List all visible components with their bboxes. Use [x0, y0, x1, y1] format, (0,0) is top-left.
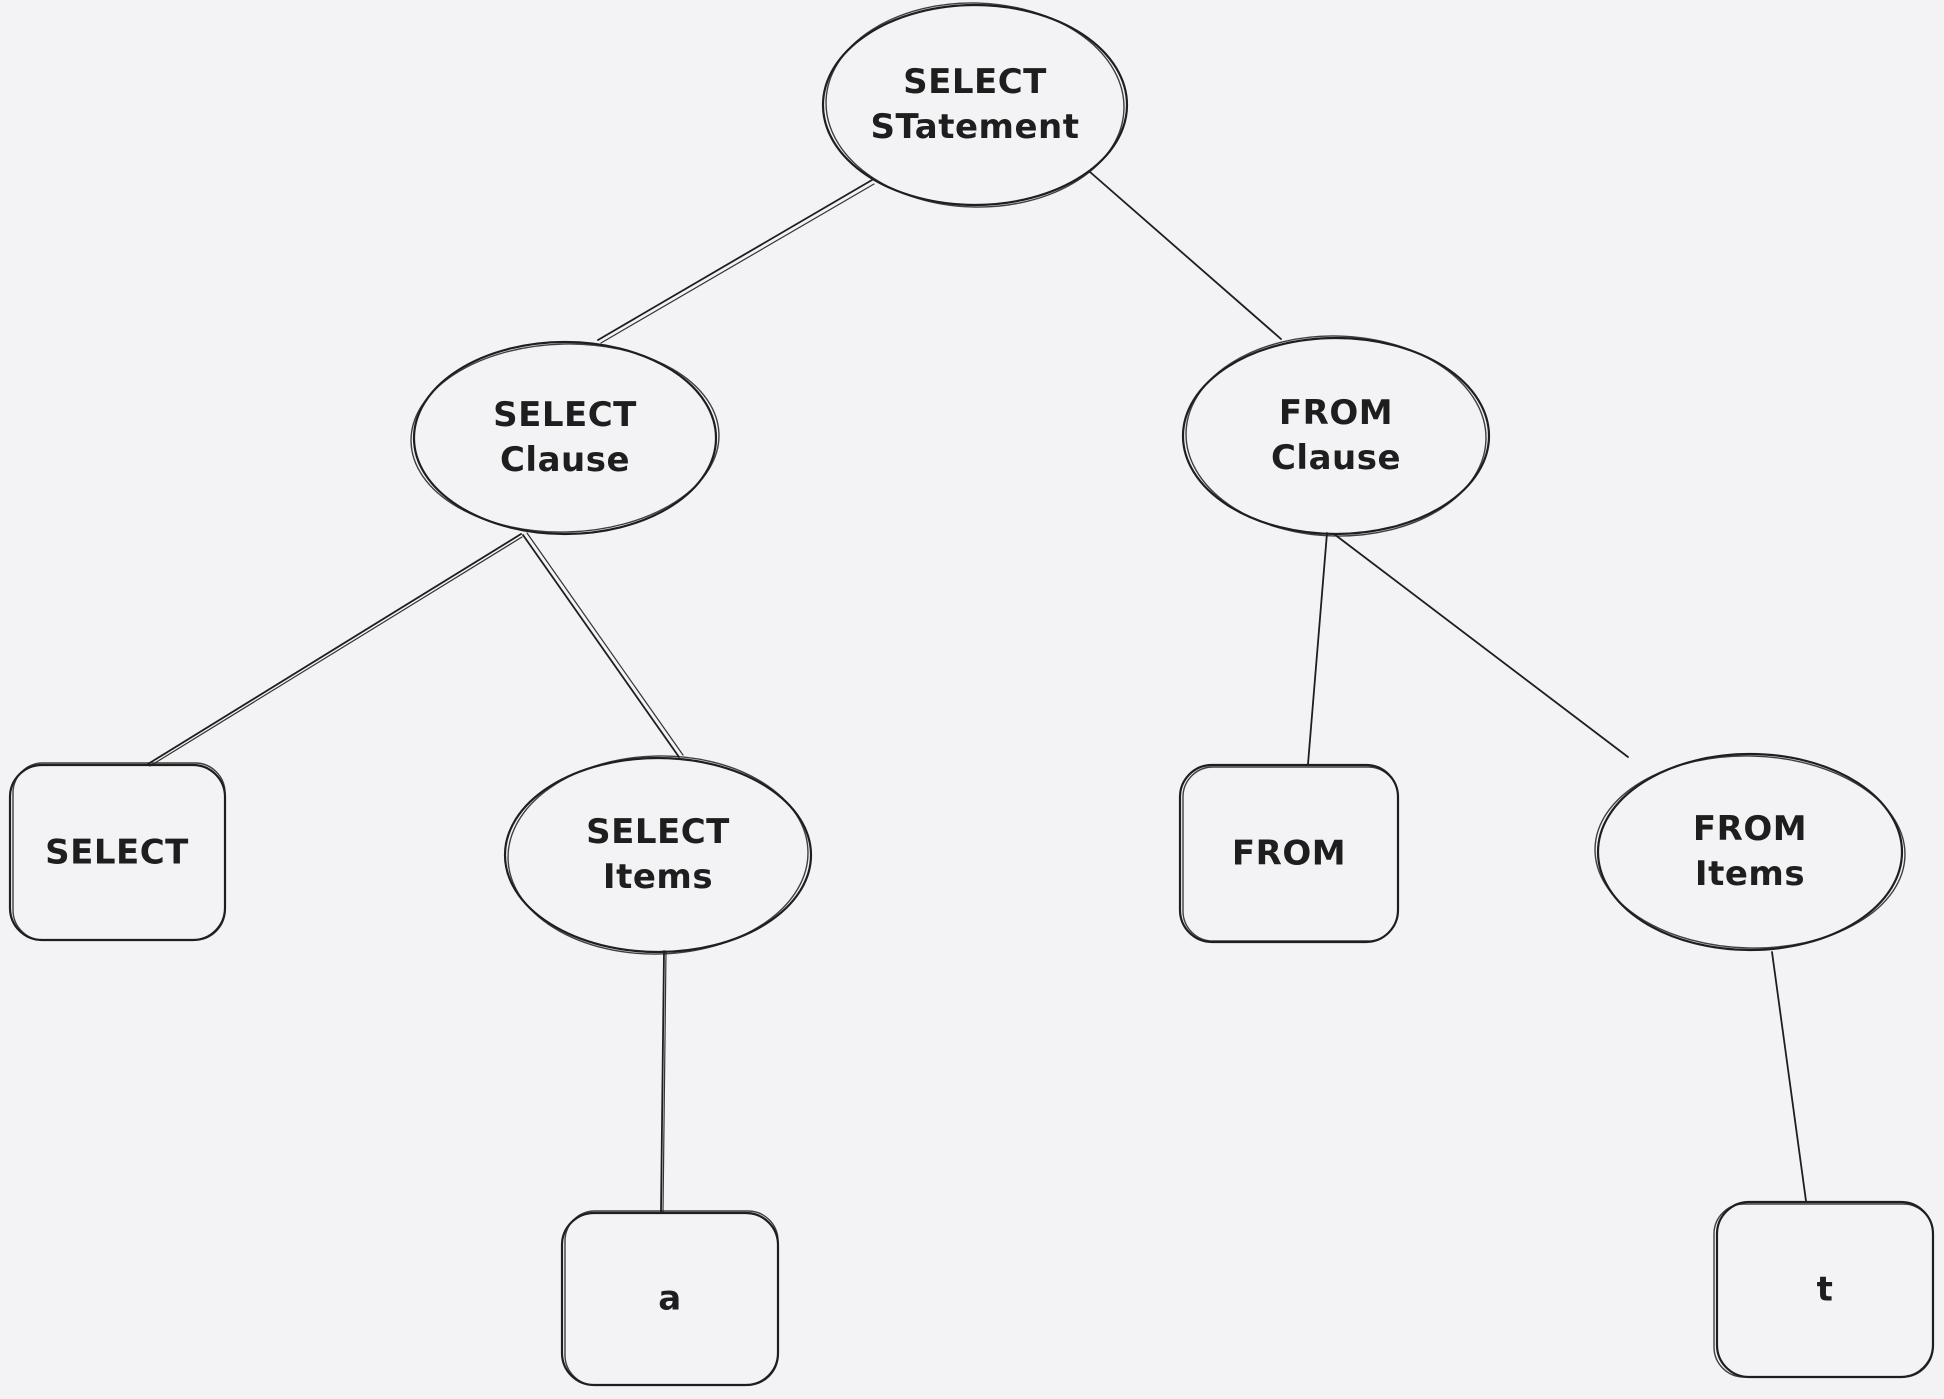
- edge-from-clause-to-from-keyword: [1307, 532, 1328, 765]
- edge-line: [1089, 171, 1282, 340]
- edge-select-items-to-a: [660, 950, 667, 1213]
- ellipse-outline-sketch: [825, 2, 1125, 208]
- edge-from-items-to-t: [1771, 951, 1807, 1202]
- rect-outline-sketch: [12, 762, 226, 941]
- node-select-keyword-shape: [8, 762, 227, 942]
- ellipse-outline-sketch: [1185, 335, 1487, 537]
- edge-line-sketch: [600, 183, 875, 344]
- node-a-shape: [560, 1210, 780, 1387]
- ellipse-outline: [1596, 752, 1904, 952]
- rect-outline: [1178, 763, 1400, 944]
- edge-line: [1307, 532, 1328, 765]
- edge-from-clause-to-from-items: [1333, 533, 1629, 758]
- edge-line: [597, 179, 873, 341]
- edge-line-sketch: [149, 536, 523, 767]
- ellipse-outline-sketch: [410, 343, 720, 533]
- edge-line-sketch: [662, 950, 667, 1213]
- rect-outline-sketch: [564, 1210, 779, 1386]
- edge-line: [660, 950, 665, 1213]
- node-select-statement-shape: [821, 2, 1129, 208]
- edge-line-sketch: [526, 532, 684, 756]
- node-select-clause-shape: [410, 340, 720, 536]
- node-t-shape: [1713, 1200, 1935, 1379]
- rect-outline: [1715, 1200, 1935, 1379]
- ellipse-outline: [503, 756, 813, 954]
- node-from-clause-shape: [1181, 335, 1491, 537]
- edge-line: [147, 533, 522, 765]
- ellipse-outline: [1181, 336, 1491, 536]
- ellipse-outline-sketch: [507, 755, 809, 955]
- node-select-items-shape: [503, 755, 813, 955]
- edge-select-statement-to-select-clause: [597, 179, 875, 344]
- edge-select-clause-to-select-keyword: [147, 533, 523, 767]
- rect-outline: [8, 763, 227, 942]
- edge-select-clause-to-select-items: [522, 532, 684, 758]
- ellipse-outline: [412, 340, 718, 536]
- edge-line: [1771, 951, 1807, 1202]
- rect-outline: [560, 1211, 780, 1387]
- ellipse-outline: [821, 3, 1129, 207]
- ellipse-outline-sketch: [1594, 755, 1906, 949]
- rect-outline-sketch: [1713, 1203, 1934, 1378]
- node-from-items-shape: [1594, 752, 1906, 952]
- edge-line: [1333, 533, 1629, 758]
- edge-select-statement-to-from-clause: [1089, 171, 1282, 340]
- edge-line: [522, 534, 680, 758]
- rect-outline-sketch: [1182, 766, 1399, 942]
- node-from-keyword-shape: [1178, 763, 1400, 944]
